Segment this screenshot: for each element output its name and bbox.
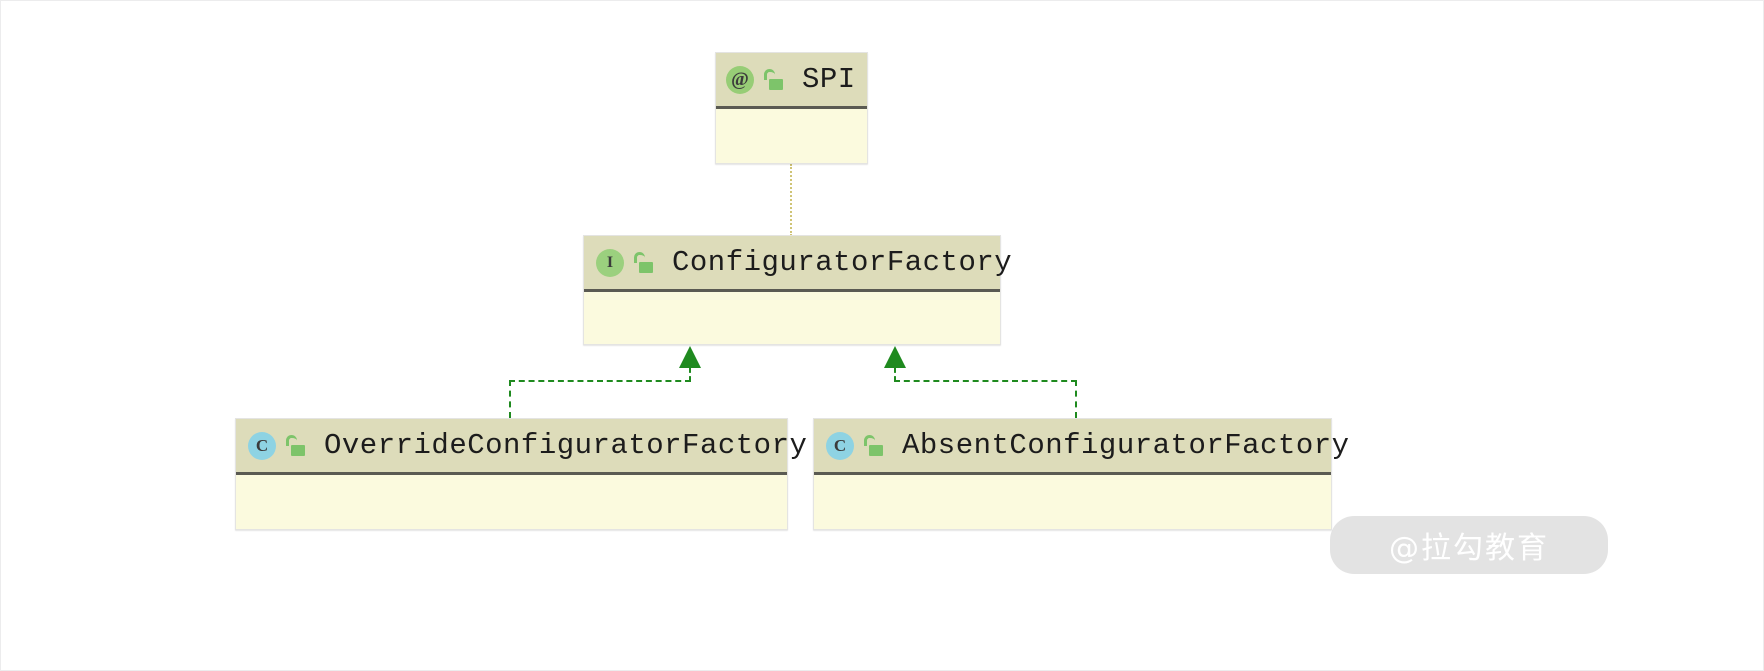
class-box-configuratorfactory-members [584, 292, 1000, 343]
realization-segment-absent-vertical-bottom [1075, 380, 1077, 418]
realization-arrowhead-override [679, 346, 701, 368]
watermark-text: @拉勾教育 [1389, 531, 1549, 566]
class-box-absentconfiguratorfactory-title: AbsentConfiguratorFactory [902, 429, 1350, 462]
class-box-spi[interactable]: @ SPI [715, 52, 868, 164]
realization-segment-absent-horizontal [894, 380, 1077, 382]
class-box-absentconfiguratorfactory-header: C AbsentConfiguratorFactory [814, 419, 1349, 475]
class-type-icon: C [826, 431, 854, 460]
class-box-spi-members [716, 109, 867, 162]
class-box-configuratorfactory-header: I ConfiguratorFactory [584, 236, 1012, 292]
realization-segment-override-horizontal [509, 380, 691, 382]
public-unlock-icon [284, 434, 306, 458]
class-type-icon: C [248, 431, 276, 460]
class-box-configuratorfactory-title: ConfiguratorFactory [672, 246, 1013, 279]
class-box-spi-header: @ SPI [716, 53, 867, 109]
public-unlock-icon [762, 68, 784, 92]
class-box-configuratorfactory[interactable]: I ConfiguratorFactory [583, 235, 1012, 345]
public-unlock-icon [862, 434, 884, 458]
class-box-overrideconfiguratorfactory[interactable]: C OverrideConfiguratorFactory [235, 418, 807, 530]
edge-spi-to-configuratorfactory [790, 164, 792, 236]
annotation-type-icon: @ [726, 65, 754, 94]
realization-segment-override-vertical-top [689, 368, 691, 381]
realization-segment-absent-vertical-top [894, 368, 896, 381]
class-box-overrideconfiguratorfactory-header: C OverrideConfiguratorFactory [236, 419, 807, 475]
class-box-absentconfiguratorfactory[interactable]: C AbsentConfiguratorFactory [813, 418, 1349, 530]
class-box-overrideconfiguratorfactory-members [236, 475, 787, 528]
class-box-spi-title: SPI [802, 63, 856, 96]
interface-type-icon: I [596, 248, 624, 277]
class-box-overrideconfiguratorfactory-title: OverrideConfiguratorFactory [324, 429, 808, 462]
class-box-absentconfiguratorfactory-members [814, 475, 1331, 528]
realization-segment-override-vertical-bottom [509, 380, 511, 418]
realization-arrowhead-absent [884, 346, 906, 368]
watermark-badge: @拉勾教育 [1330, 516, 1608, 574]
public-unlock-icon [632, 251, 654, 275]
